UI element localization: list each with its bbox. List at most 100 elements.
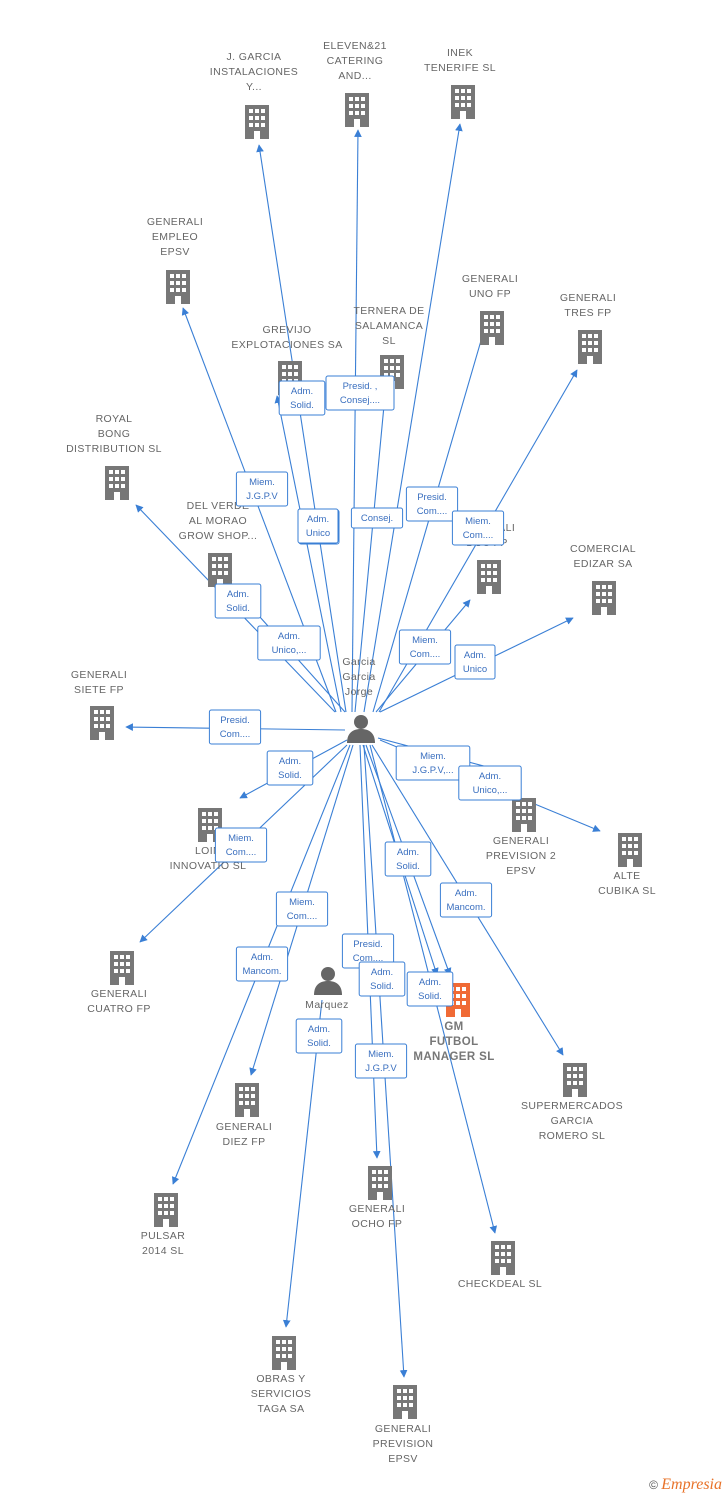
relation-label-box bbox=[358, 961, 406, 997]
relation-label-text: Solid. bbox=[370, 981, 394, 992]
relation-label-loin[interactable]: Adm.Solid. bbox=[266, 750, 314, 786]
relation-label-text: Miem. bbox=[412, 635, 438, 646]
relation-label-box bbox=[214, 827, 268, 863]
relation-label-delverde[interactable]: Adm.Unico,... bbox=[257, 625, 321, 661]
edge-eleven bbox=[351, 129, 362, 713]
relation-label-cuatro[interactable]: Miem.Com.... bbox=[214, 827, 268, 863]
relation-label-box bbox=[325, 375, 395, 411]
relation-label-siete[interactable]: Presid.Com.... bbox=[208, 709, 262, 745]
relation-label-gm[interactable]: Adm.Solid. bbox=[384, 841, 432, 877]
person-icon bbox=[314, 967, 342, 995]
relation-label-uno[interactable]: Presid.Com.... bbox=[405, 486, 459, 522]
building-icon bbox=[563, 1063, 587, 1097]
relation-label-tres[interactable]: Miem.Com.... bbox=[451, 510, 505, 546]
relation-label-text: Solid. bbox=[226, 603, 250, 614]
node-label: FUTBOL bbox=[429, 1036, 478, 1048]
edge-ternera bbox=[354, 394, 389, 713]
node-label: TENERIFE SL bbox=[424, 62, 496, 74]
relation-label-inek[interactable]: Consej. bbox=[350, 507, 404, 529]
relation-label-prev[interactable]: Miem.J.G.P.V bbox=[354, 1043, 408, 1079]
relation-label-dos[interactable]: Miem.Com.... bbox=[398, 629, 452, 665]
relation-label-text: Unico bbox=[306, 528, 330, 539]
building-icon bbox=[618, 833, 642, 867]
relation-label-text: Adm. bbox=[308, 1024, 330, 1035]
node-label: TERNERA DE bbox=[353, 305, 424, 317]
relation-label-ocho[interactable]: Presid.Com.... bbox=[341, 933, 395, 969]
relation-label-text: Adm. bbox=[397, 847, 419, 858]
node-label: COMERCIAL bbox=[570, 543, 636, 555]
relation-label-diez[interactable]: Miem.Com.... bbox=[275, 891, 329, 927]
relation-label-text: Presid. , bbox=[343, 381, 378, 392]
node-label: PREVISION 2 bbox=[486, 850, 556, 862]
node-label: CHECKDEAL SL bbox=[458, 1278, 542, 1290]
node-label: DIEZ FP bbox=[222, 1136, 265, 1148]
node-label: Garcia bbox=[342, 671, 375, 683]
relation-label-obras[interactable]: Adm. Solid. bbox=[295, 1018, 343, 1054]
relation-label-alte[interactable]: Adm.Unico,... bbox=[458, 765, 522, 801]
node-label: EPSV bbox=[388, 1453, 418, 1465]
relation-label-text: Presid. bbox=[353, 939, 383, 950]
relation-label-edizar[interactable]: Adm.Unico bbox=[454, 644, 496, 680]
person-marquez[interactable]: Marquez bbox=[305, 967, 349, 1011]
relation-label-ternera[interactable]: Presid. ,Consej.... bbox=[325, 375, 395, 411]
relation-label-text: J.G.P.V bbox=[365, 1063, 397, 1074]
relation-label-gm2[interactable]: Adm.Solid. bbox=[358, 961, 406, 997]
company-checkdeal[interactable]: CHECKDEAL SL bbox=[458, 1241, 542, 1290]
node-label: UNO FP bbox=[469, 288, 511, 300]
building-icon bbox=[578, 330, 602, 364]
relation-label-text: Miem. bbox=[228, 833, 254, 844]
node-label: AND... bbox=[338, 70, 371, 82]
relation-label-box bbox=[454, 644, 496, 680]
building-icon bbox=[105, 466, 129, 500]
building-icon bbox=[90, 706, 114, 740]
relation-label-text: Solid. bbox=[307, 1038, 331, 1049]
relation-label-text: Miem. bbox=[249, 477, 275, 488]
relation-label-text: Adm. bbox=[251, 952, 273, 963]
company-eleven[interactable]: ELEVEN&21CATERINGAND... bbox=[323, 40, 387, 127]
relation-label-jgarcia[interactable]: Miem. J.G.P.V bbox=[235, 471, 289, 507]
relation-label-text: Com.... bbox=[220, 729, 251, 740]
relation-label-checkdeal[interactable]: Adm.Solid. bbox=[406, 971, 454, 1007]
building-icon bbox=[393, 1385, 417, 1419]
relation-label-text: Adm. bbox=[227, 589, 249, 600]
edge-grevijo bbox=[274, 395, 342, 713]
node-label: CUATRO FP bbox=[87, 1003, 151, 1015]
relation-label-pulsar[interactable]: Adm.Mancom. bbox=[235, 946, 289, 982]
node-label: GENERALI bbox=[493, 835, 549, 847]
empresia-logo: Empresia bbox=[661, 1476, 722, 1493]
relation-label-prev2[interactable]: Miem.J.G.P.V,... bbox=[395, 745, 471, 781]
node-label: INSTALACIONES bbox=[210, 66, 298, 78]
node-label: SERVICIOS bbox=[251, 1388, 312, 1400]
relation-label-box bbox=[439, 882, 493, 918]
relation-label-super[interactable]: Adm.Mancom. bbox=[439, 882, 493, 918]
relation-label-box bbox=[354, 1043, 408, 1079]
relation-label-grevijo[interactable]: Adm.Solid. bbox=[278, 380, 326, 416]
company-jgarcia[interactable]: J. GARCIAINSTALACIONESY... bbox=[210, 51, 298, 139]
relation-label-text: J.G.P.V bbox=[246, 491, 278, 502]
relation-label-royal[interactable]: Adm. Solid. bbox=[214, 583, 262, 619]
relation-label-empleo[interactable]: Adm.Unico bbox=[297, 508, 339, 544]
